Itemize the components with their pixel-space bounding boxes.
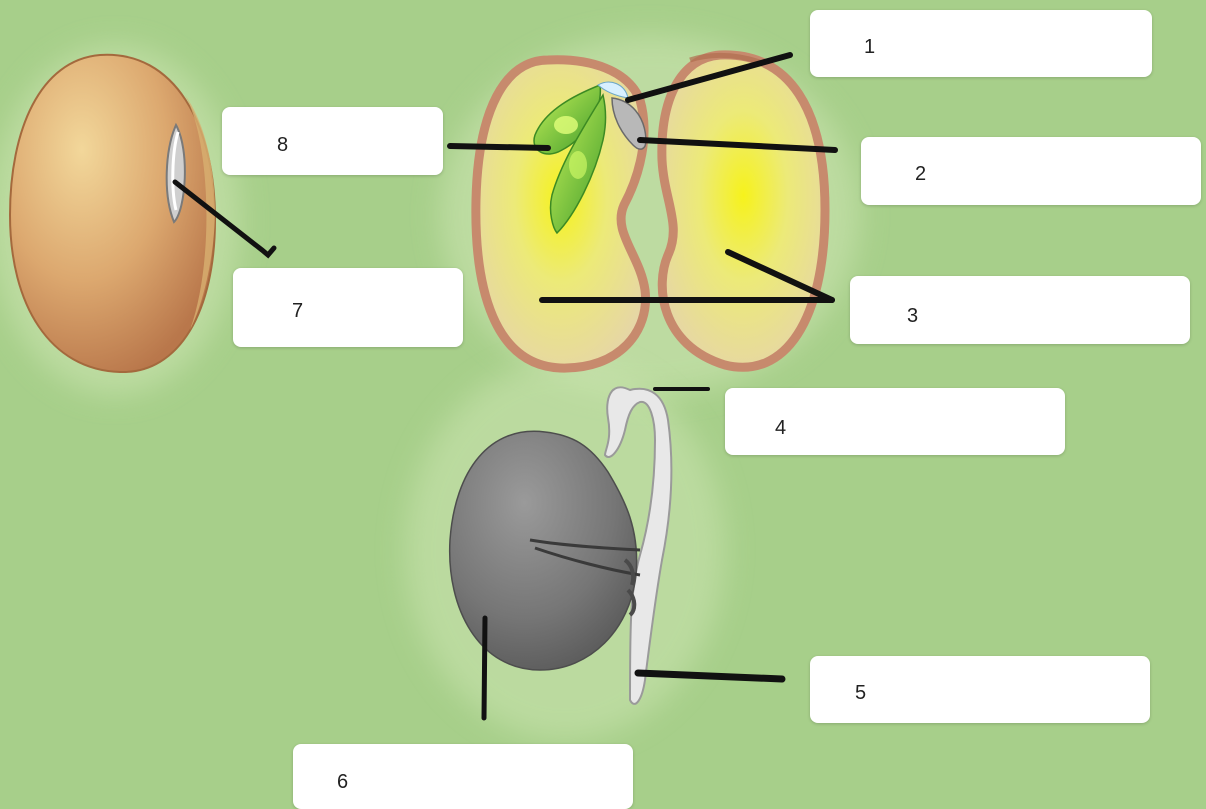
label-box-6[interactable]: 6: [293, 744, 633, 809]
label-box-3[interactable]: 3: [850, 276, 1190, 344]
whole-seed: [10, 55, 215, 372]
label-number-2: 2: [915, 163, 926, 186]
label-number-5: 5: [855, 682, 866, 705]
label-number-8: 8: [277, 134, 288, 157]
label-number-4: 4: [775, 417, 786, 440]
label-number-7: 7: [292, 300, 303, 323]
cotyledon-right: [662, 55, 825, 367]
label-number-6: 6: [337, 771, 348, 794]
leader-line-6: [484, 618, 485, 718]
label-box-1[interactable]: 1: [810, 10, 1152, 77]
label-number-1: 1: [864, 36, 875, 59]
label-box-5[interactable]: 5: [810, 656, 1150, 723]
label-box-2[interactable]: 2: [861, 137, 1201, 205]
leader-line-8: [450, 146, 548, 148]
label-box-7[interactable]: 7: [233, 268, 463, 347]
label-box-8[interactable]: 8: [222, 107, 443, 175]
label-number-3: 3: [907, 305, 918, 328]
label-box-4[interactable]: 4: [725, 388, 1065, 455]
